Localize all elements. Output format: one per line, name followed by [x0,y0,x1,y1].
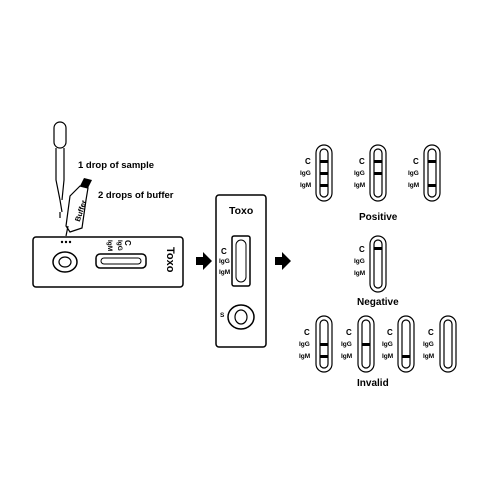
result-igm-label: IgM [382,353,394,360]
igg-line [320,343,328,346]
result-igm-label: IgM [300,182,312,189]
result-control-label: C [387,328,393,337]
result-control-label: C [428,328,434,337]
result-strip-positive-2 [369,144,387,202]
result-strip-negative [369,235,387,293]
cassette-control-rotated: C [123,240,132,246]
igm-line [402,355,410,358]
result-strip-positive-1 [315,144,333,202]
result-igm-label: IgM [408,182,420,189]
result-igg-label: IgG [408,170,419,177]
control-line [320,160,328,163]
dropper-icon [53,121,67,218]
cassette-igg-rotated: IgG [116,240,123,251]
control-line [374,160,382,163]
igg-line [374,172,382,175]
result-igg-label: IgG [423,341,434,348]
arrow-right-icon [275,252,291,270]
cassette-igg-label: IgG [219,258,230,265]
result-igm-label: IgM [354,270,366,277]
result-control-label: C [305,157,311,166]
invalid-label: Invalid [357,378,389,389]
cassette-control-label: C [221,247,227,256]
step-sample-label: 1 drop of sample [78,160,155,171]
result-igg-label: IgG [299,341,310,348]
igm-line [320,355,328,358]
control-line [428,160,436,163]
cassette-igm-rotated: IgM [106,240,113,252]
result-strip-invalid-3 [397,315,415,373]
igg-line [362,343,370,346]
result-igg-label: IgG [354,170,365,177]
step-buffer-label: 2 drops of buffer [98,190,174,201]
result-igg-label: IgG [382,341,393,348]
negative-label: Negative [357,297,399,308]
positive-label: Positive [359,212,398,223]
igg-line [320,172,328,175]
result-control-label: C [413,157,419,166]
result-control-label: C [359,157,365,166]
control-line [374,247,382,250]
sample-well-label: S [220,312,225,319]
result-igm-label: IgM [341,353,353,360]
result-strip-positive-3 [423,144,441,202]
result-igg-label: IgG [300,170,311,177]
igm-line [428,184,436,187]
result-strip-invalid-4 [439,315,457,373]
horizontal-cassette [32,236,184,288]
drop-marks-icon [60,240,72,244]
result-control-label: C [346,328,352,337]
result-strip-invalid-1 [315,315,333,373]
result-igm-label: IgM [423,353,435,360]
buffer-bottle-icon [65,178,92,237]
cassette-title-rotated: Toxo [164,247,176,273]
result-control-label: C [359,245,365,254]
arrow-right-icon [196,252,212,270]
cassette-title: Toxo [229,205,254,217]
result-igm-label: IgM [354,182,366,189]
cassette-igm-label: IgM [219,269,231,276]
result-strips [315,144,457,373]
result-igm-label: IgM [299,353,311,360]
vertical-cassette [215,194,267,348]
result-igg-label: IgG [341,341,352,348]
result-strip-invalid-2 [357,315,375,373]
result-control-label: C [304,328,310,337]
igm-line [320,184,328,187]
result-igg-label: IgG [354,258,365,265]
